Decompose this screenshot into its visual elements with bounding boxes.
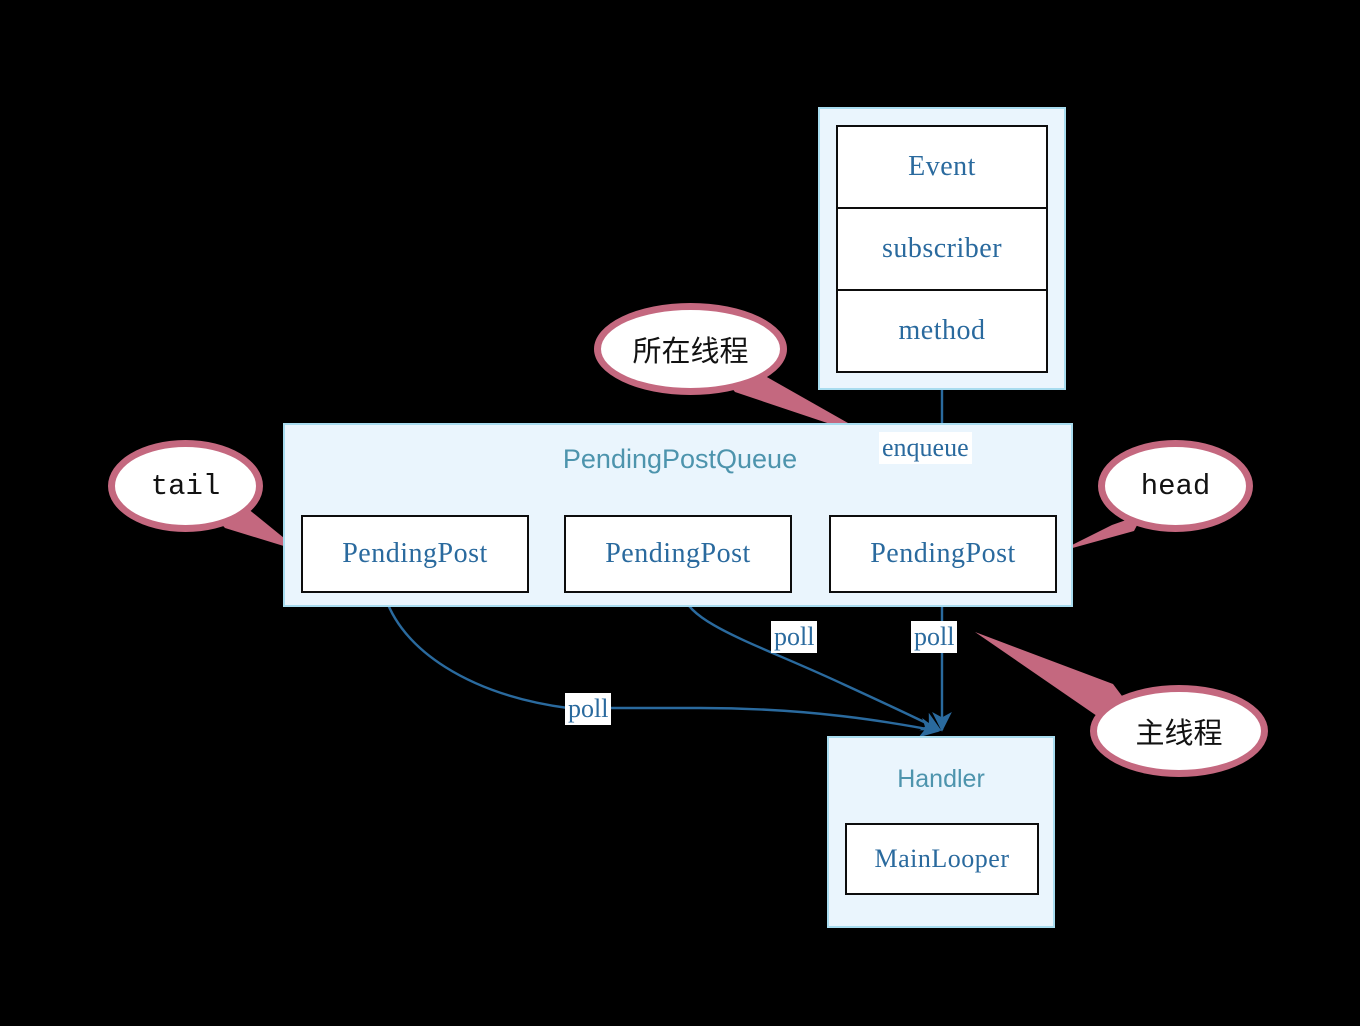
- event-row-event: Event: [836, 125, 1048, 209]
- main-looper-box: MainLooper: [845, 823, 1039, 895]
- callout-tail: tail: [108, 440, 263, 532]
- callout-tail-main: [975, 632, 1125, 716]
- pending-post-queue-title: PendingPostQueue: [562, 444, 798, 474]
- callout-main-thread: 主线程: [1090, 685, 1268, 777]
- event-row-subscriber: subscriber: [836, 207, 1048, 291]
- pending-post-node-middle: PendingPost: [564, 515, 792, 593]
- handler-title: Handler: [897, 765, 985, 793]
- edge-poll-mid: [680, 592, 942, 732]
- event-row-method: method: [836, 289, 1048, 373]
- edge-poll-tail: [382, 592, 940, 738]
- pending-post-node-tail: PendingPost: [301, 515, 529, 593]
- callout-head: head: [1098, 440, 1253, 532]
- edge-label-poll-tail: poll: [565, 693, 612, 725]
- edge-label-enqueue: enqueue: [879, 432, 972, 464]
- edge-label-poll-middle: poll: [771, 621, 818, 653]
- callout-thread-of-event: 所在线程: [594, 303, 787, 395]
- callout-tail-head: [1058, 514, 1143, 552]
- edge-label-poll-head: poll: [911, 621, 958, 653]
- pending-post-node-head: PendingPost: [829, 515, 1057, 593]
